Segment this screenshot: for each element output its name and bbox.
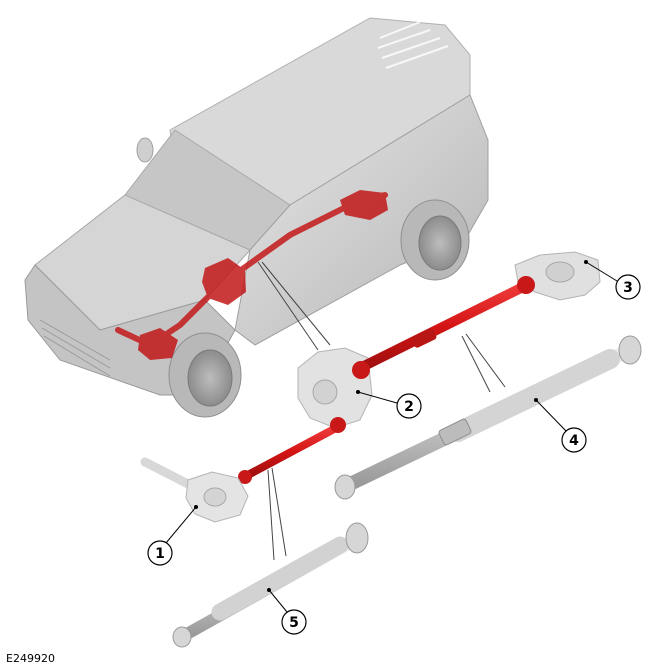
- callout-1[interactable]: 1: [147, 505, 198, 566]
- front-grille: [39, 319, 111, 377]
- svg-text:1: 1: [155, 546, 165, 562]
- svg-text:4: 4: [569, 433, 579, 449]
- rear-wheel: [400, 199, 470, 281]
- callout-5[interactable]: 5: [267, 588, 307, 635]
- side-mirror: [136, 137, 154, 163]
- transfer-leader-lines: [257, 261, 331, 351]
- in-vehicle-driveline: [115, 190, 388, 360]
- svg-text:3: 3: [623, 280, 633, 296]
- callout-2[interactable]: 2: [356, 390, 422, 419]
- in-vehicle-transfer-box: [202, 258, 246, 305]
- callout-4[interactable]: 4: [534, 398, 587, 453]
- rear-differential: [514, 251, 601, 301]
- callout-3[interactable]: 3: [584, 260, 641, 300]
- vehicle: [24, 17, 489, 418]
- figure-id: E249920: [6, 652, 55, 665]
- rear-shaft-highlighted: [352, 276, 535, 379]
- front-wheel: [168, 332, 242, 418]
- vehicle-side: [234, 94, 489, 346]
- front-differential: [140, 457, 249, 523]
- front-propeller-shaft: [172, 522, 369, 648]
- in-vehicle-front-diff: [138, 328, 178, 360]
- in-vehicle-rear-diff: [340, 190, 388, 220]
- transfer-box: [297, 347, 373, 429]
- roof-vents: [377, 21, 449, 69]
- shaft-leader-lines: [267, 333, 506, 561]
- svg-text:5: 5: [289, 615, 299, 631]
- callouts: 1 2 3 4 5: [147, 260, 641, 635]
- rear-propeller-shaft: [334, 335, 642, 500]
- svg-text:2: 2: [404, 399, 414, 415]
- front-shaft-highlighted: [238, 417, 346, 484]
